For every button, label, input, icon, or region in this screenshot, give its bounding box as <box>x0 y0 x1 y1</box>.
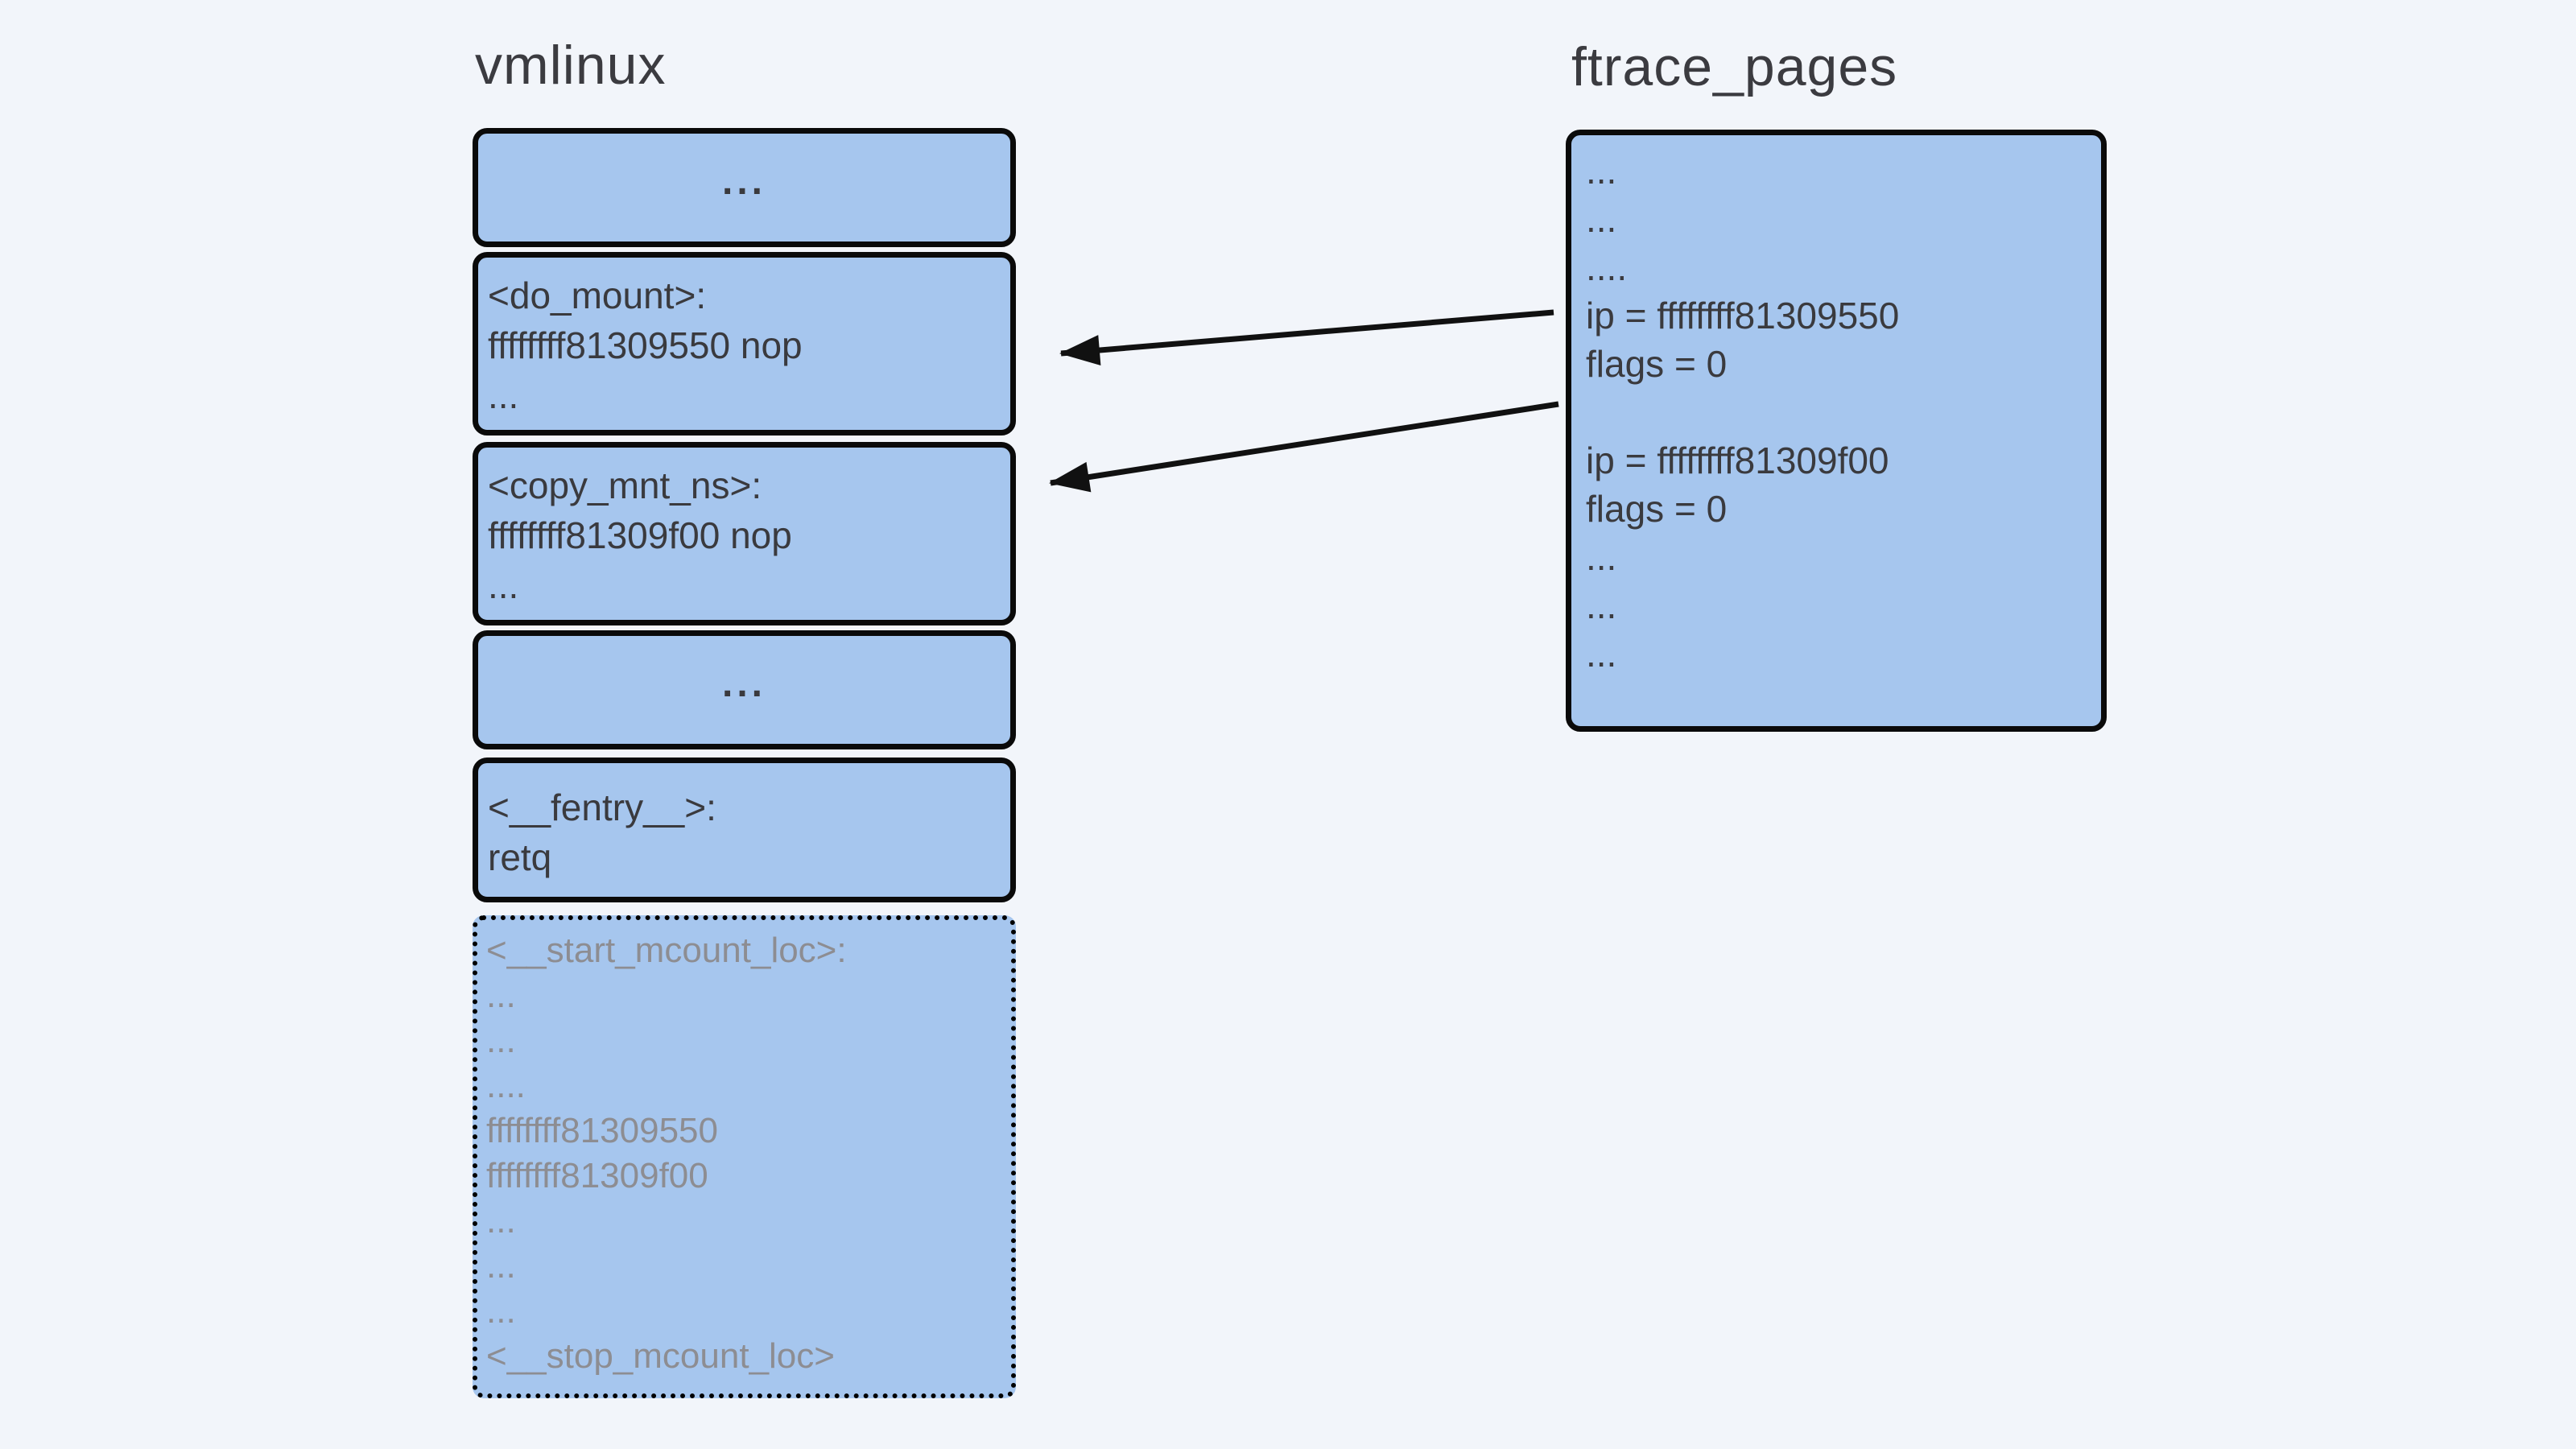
box-line: ffffffff81309f00 <box>486 1156 708 1195</box>
box-line: ... <box>486 1291 516 1331</box>
box-line: ... <box>1586 633 1617 675</box>
copy-mnt-ns-function-box: <copy_mnt_ns>: ffffffff81309f00 nop... <box>473 442 1016 625</box>
box-line: ... <box>1586 198 1617 240</box>
box-line: <do_mount>: <box>488 275 707 316</box>
ftrace-pages-column-title: ftrace_pages <box>1571 36 1898 97</box>
box-line: flags = 0 <box>1586 488 1728 530</box>
box-line: ... <box>721 663 766 705</box>
box-line: ... <box>488 564 519 606</box>
box-line: ... <box>1586 536 1617 578</box>
box-line: ... <box>486 1246 516 1286</box>
box-line: ffffffff81309f00 nop <box>488 514 792 556</box>
box-line: .... <box>486 1066 526 1105</box>
do-mount-function-box: <do_mount>: ffffffff81309550 nop... <box>473 252 1016 436</box>
box-line: <copy_mnt_ns>: <box>488 464 762 506</box>
box-line: retq <box>488 836 552 878</box>
box-line: ... <box>486 976 516 1015</box>
box-line: ... <box>721 160 766 203</box>
box-line: <__start_mcount_loc>: <box>486 931 847 970</box>
box-line <box>1571 388 2101 436</box>
vmlinux-ellipsis-box-top: ... <box>473 128 1016 247</box>
box-line: <__stop_mcount_loc> <box>486 1336 835 1376</box>
arrow-record2-to-copy-mnt-ns <box>1049 401 1559 493</box>
ftrace-records-box: .......... ip = ffffffff81309550 flags = 0… <box>1566 130 2107 732</box>
box-line: flags = 0 <box>1586 343 1728 385</box>
box-line: ffffffff81309550 nop <box>488 324 803 366</box>
box-line: ... <box>486 1021 516 1060</box>
arrow-record1-to-do-mount <box>1059 309 1554 365</box>
box-line: <__fentry__>: <box>488 786 716 828</box>
mcount-loc-section-box: <__start_mcount_loc>:.......... ffffffff8… <box>473 915 1016 1398</box>
box-line: ... <box>1586 150 1617 192</box>
box-line: .... <box>1586 246 1628 288</box>
box-line: ip = ffffffff81309f00 <box>1586 440 1889 481</box>
box-line: ... <box>1586 584 1617 626</box>
box-line: ... <box>488 374 519 416</box>
box-line: ... <box>486 1201 516 1241</box>
fentry-function-box: <__fentry__>:retq <box>473 758 1016 902</box>
box-line: ip = ffffffff81309550 <box>1586 295 1900 336</box>
vmlinux-ellipsis-box-middle: ... <box>473 630 1016 749</box>
box-line: ffffffff81309550 <box>486 1111 718 1150</box>
vmlinux-column-title: vmlinux <box>475 35 667 96</box>
